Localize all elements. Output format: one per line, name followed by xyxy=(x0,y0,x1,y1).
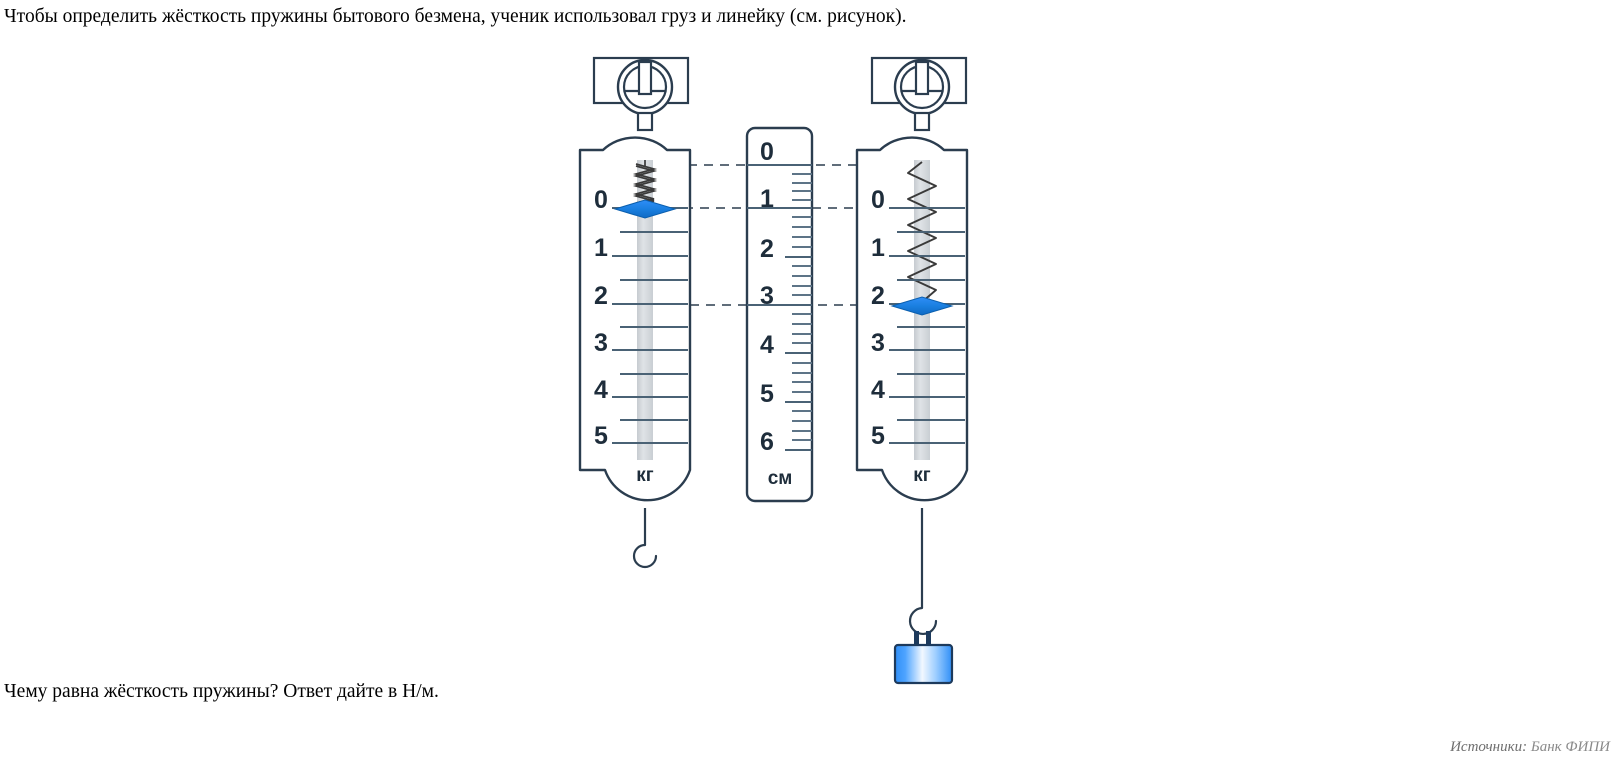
scale-label-right-1: 1 xyxy=(871,234,885,262)
scale-numbers-left: 0 1 2 3 4 5 xyxy=(594,186,608,450)
hanger-tab-right xyxy=(914,60,930,96)
ruler-label-0: 0 xyxy=(760,138,774,166)
ruler-major-ticks xyxy=(747,164,812,451)
ruler-label-3: 3 xyxy=(760,282,774,310)
scale-label-left-0: 0 xyxy=(594,186,608,214)
weight-stem-left-post xyxy=(914,631,919,647)
dynamometer-unloaded: 0 1 2 3 4 5 кг xyxy=(578,56,692,569)
unit-label-left: кг xyxy=(636,465,654,486)
ruler-label-4: 4 xyxy=(760,331,774,359)
question-prompt: Чтобы определить жёсткость пружины бытов… xyxy=(4,6,907,27)
scale-label-right-4: 4 xyxy=(871,376,885,404)
scale-numbers-right: 0 1 2 3 4 5 xyxy=(871,186,885,450)
ruler-minor-ticks xyxy=(792,173,812,441)
hanger-tab-left xyxy=(637,60,653,96)
scale-label-left-1: 1 xyxy=(594,234,608,262)
scale-label-right-2: 2 xyxy=(871,282,885,310)
scale-label-left-5: 5 xyxy=(594,422,608,450)
hanger-neck-right xyxy=(913,111,931,132)
shaft-left xyxy=(637,160,653,460)
ruler-label-2: 2 xyxy=(760,235,774,263)
source-value: Банк ФИПИ xyxy=(1530,739,1610,755)
unit-label-right: кг xyxy=(913,465,931,486)
scale-label-left-2: 2 xyxy=(594,282,608,310)
pointer-diamond-left xyxy=(613,199,677,219)
hanging-weight xyxy=(893,631,954,685)
scale-label-left-4: 4 xyxy=(594,376,608,404)
weight-body xyxy=(893,643,954,685)
dynamometer-loaded: 0 1 2 3 4 5 кг xyxy=(855,56,969,636)
hanger-neck-left xyxy=(636,111,654,132)
ruler-label-6: 6 xyxy=(760,428,774,456)
weight-stem-right-post xyxy=(926,631,931,647)
question-ask: Чему равна жёсткость пружины? Ответ дайт… xyxy=(4,681,439,702)
scale-label-right-0: 0 xyxy=(871,186,885,214)
body-outline-left xyxy=(578,136,692,502)
scale-label-right-3: 3 xyxy=(871,329,885,357)
source-label: Источники: xyxy=(1450,739,1528,755)
scale-label-left-3: 3 xyxy=(594,329,608,357)
pointer-diamond-right xyxy=(890,296,954,316)
unit-label-ruler: см xyxy=(768,468,793,489)
weight-hook-curve xyxy=(908,606,938,636)
ruler-cm: 0 1 2 3 4 5 6 см xyxy=(745,126,814,503)
ruler-label-5: 5 xyxy=(760,380,774,408)
ruler-label-1: 1 xyxy=(760,185,774,213)
hook-curve-left xyxy=(632,543,658,569)
scale-label-right-5: 5 xyxy=(871,422,885,450)
ruler-numbers: 0 1 2 3 4 5 6 xyxy=(760,138,774,456)
body-outline-right xyxy=(855,136,969,502)
source-attribution: Источники: Банк ФИПИ xyxy=(1450,739,1610,756)
